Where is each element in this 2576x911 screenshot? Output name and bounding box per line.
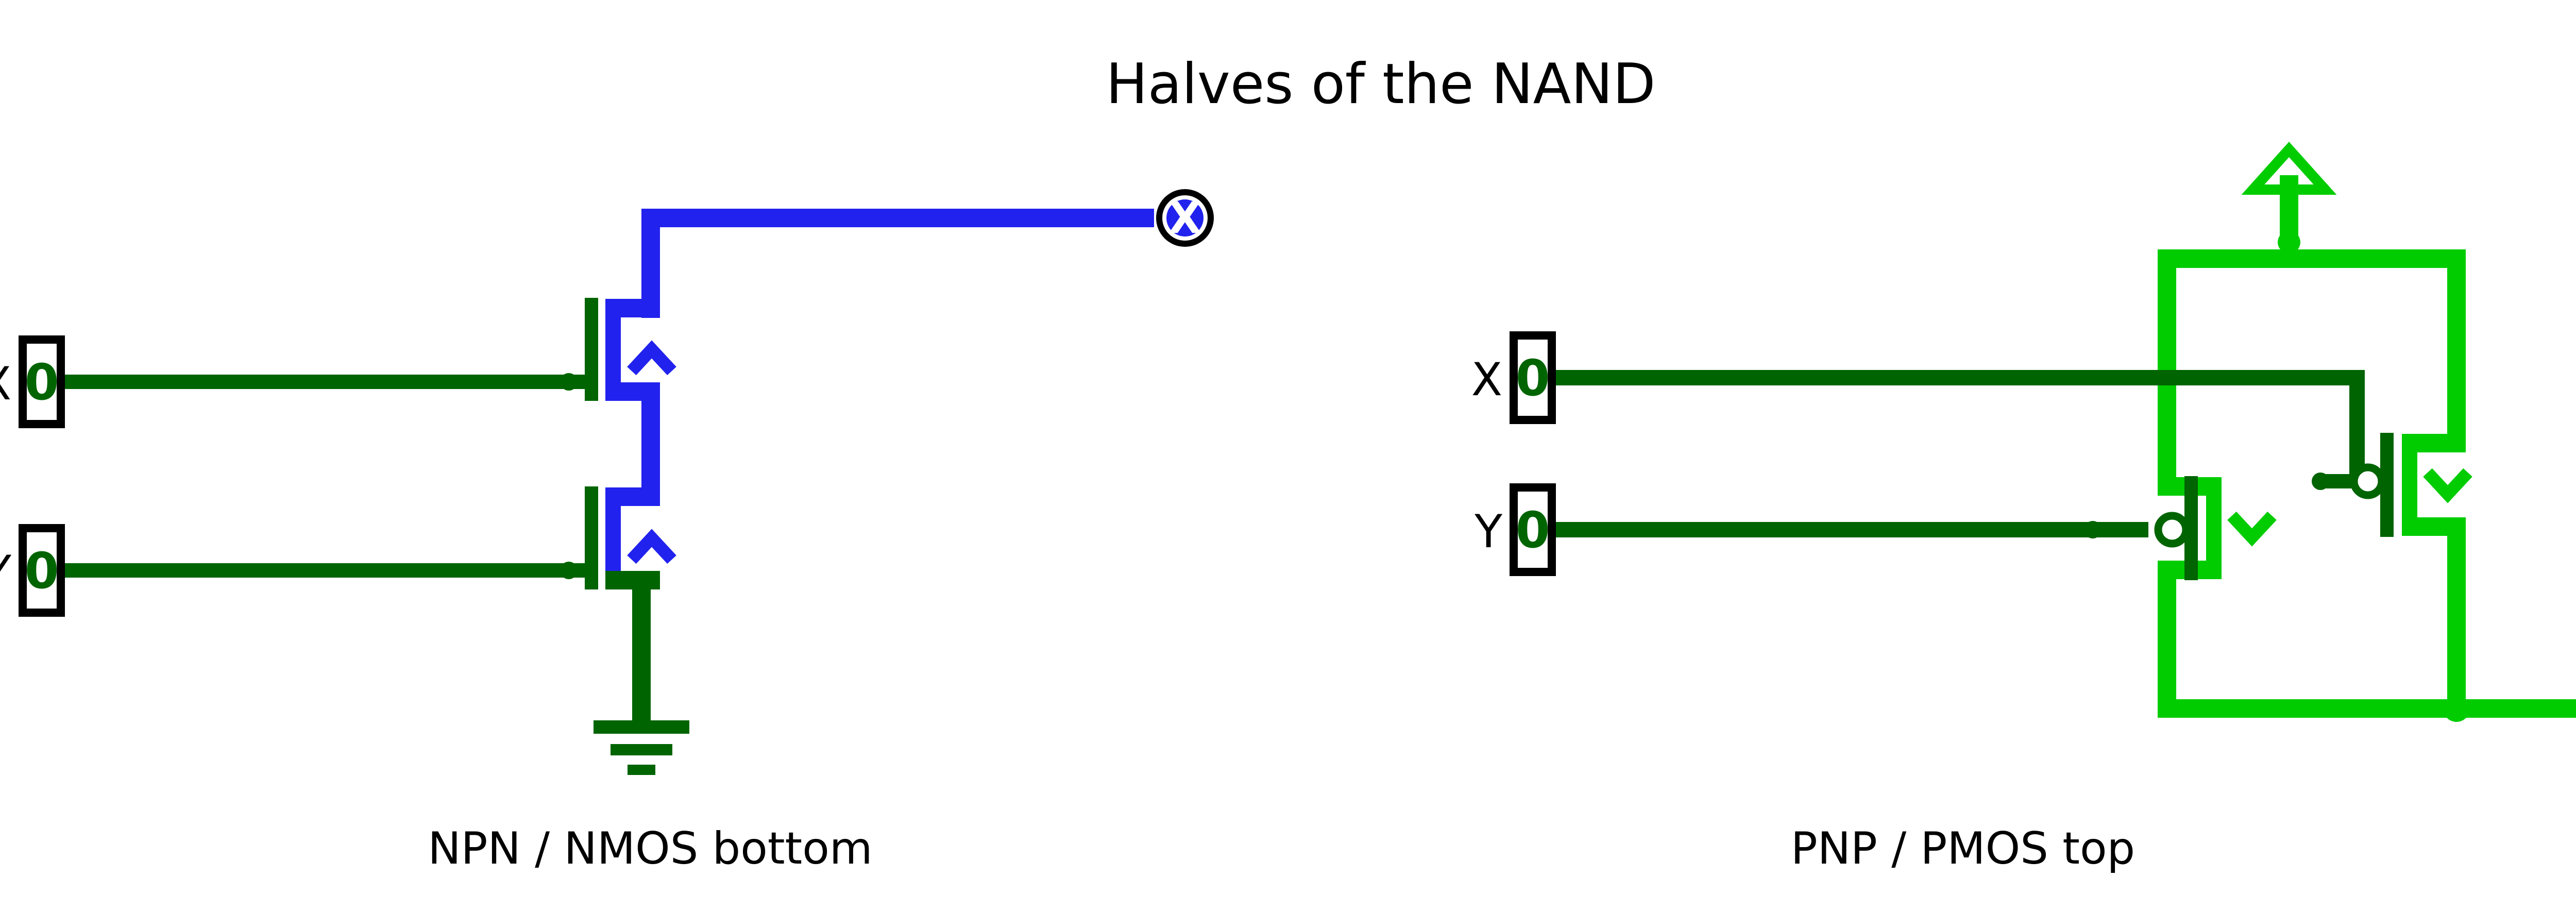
junction-dot-icon: [642, 435, 659, 453]
input-switch-x-right[interactable]: 0: [1510, 331, 1556, 424]
inversion-bubble-icon: [2154, 512, 2190, 548]
panel-nmos: 0 X 0 Y X NPN / NMOS bottom: [0, 189, 1214, 874]
junction-dot-icon: [2158, 455, 2176, 473]
wire-left-branch-bottom: [2158, 561, 2176, 718]
panel-caption-pmos: PNP / PMOS top: [1791, 823, 2135, 874]
junction-dot-icon: [2448, 576, 2465, 594]
junction-dot-icon: [2084, 521, 2102, 538]
junction-dot-icon: [560, 373, 578, 391]
wire-right-branch-bottom: [2447, 517, 2466, 718]
pmos-arrow-down-icon: [2227, 511, 2277, 547]
nmos-arrow-up-icon: [627, 340, 676, 376]
input-box-face: [27, 344, 57, 420]
wire-input-y-horizontal: [1538, 522, 2148, 537]
nmos-ground-net: [594, 571, 689, 775]
input-label-x: X: [1471, 353, 1502, 406]
input-value-y: 0: [1516, 501, 1550, 559]
output-value-left: X: [1168, 193, 1202, 243]
nmos-output-net: [605, 209, 1154, 589]
panel-pmos: 0 X 0 Y 1 PNP / PMOS top: [1471, 142, 2576, 874]
junction-dot-icon: [642, 262, 659, 279]
input-switch-y-right[interactable]: 0: [1510, 483, 1556, 576]
input-box-face: [1518, 492, 1548, 568]
ground-icon-bar-3: [628, 765, 655, 775]
input-value-x: 0: [1516, 349, 1550, 407]
junction-dot-icon: [633, 617, 650, 635]
wire-input-x-horizontal: [1538, 370, 2365, 385]
output-lamp-left[interactable]: X: [1156, 189, 1214, 247]
nmos-input-x-net: [41, 373, 592, 391]
ground-icon-bar-1: [594, 720, 689, 734]
input-value-x: 0: [25, 353, 59, 411]
input-label-y: Y: [0, 546, 11, 599]
pmos-input-y-net: [1532, 512, 2190, 548]
output-lamp-fill: [1166, 199, 1204, 237]
page-title: Halves of the NAND: [1106, 52, 1656, 116]
input-label-y: Y: [1474, 505, 1502, 558]
input-switch-x-left[interactable]: 0: [19, 335, 65, 428]
wire-input-x: [46, 375, 592, 389]
input-switch-y-left[interactable]: 0: [19, 524, 65, 617]
junction-dot-icon: [2158, 619, 2176, 636]
wire-input-x-vertical: [2349, 370, 2365, 481]
input-box-face: [27, 532, 57, 609]
nmos-input-y-net: [41, 562, 592, 579]
input-label-x: X: [0, 357, 11, 410]
vdd-triangle-icon: [2241, 142, 2337, 195]
junction-dot-icon: [560, 562, 578, 579]
input-box-face: [1518, 340, 1548, 416]
ground-icon-bar-2: [611, 744, 672, 755]
inversion-bubble-icon: [2350, 463, 2386, 499]
wire-output-horizontal: [641, 209, 1154, 227]
input-value-y: 0: [25, 542, 59, 600]
pmos-input-x-net: [1532, 369, 2386, 499]
pmos-arrow-down-icon: [2423, 468, 2472, 503]
junction-dot-icon: [2448, 410, 2465, 427]
junction-dot-icon: [633, 700, 650, 718]
junction-dot-icon: [2312, 473, 2329, 490]
pmos-power-net: [2158, 142, 2576, 722]
nmos-arrow-up-icon: [627, 529, 676, 564]
junction-dot-icon: [2443, 695, 2470, 722]
wire-to-ground: [632, 571, 651, 726]
wire-output-rail: [2158, 699, 2576, 718]
wire-vdd-rail: [2158, 249, 2466, 268]
panel-caption-nmos: NPN / NMOS bottom: [428, 823, 872, 874]
junction-dot-icon: [2278, 231, 2300, 254]
wire-input-y: [46, 563, 592, 578]
